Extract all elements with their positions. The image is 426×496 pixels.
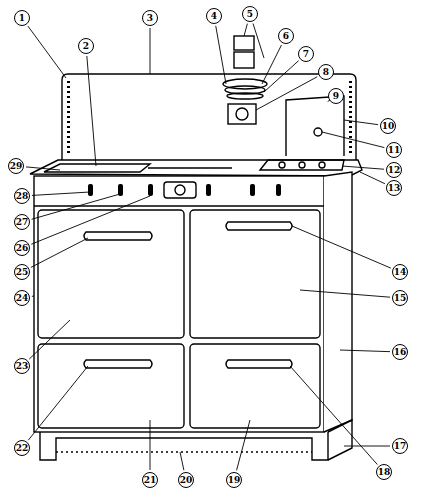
callout-number: 8 [318,64,334,80]
leader-line [26,167,60,170]
drawer [190,344,320,428]
base [40,432,328,460]
griddle-cover [44,164,150,172]
leader-line [340,350,390,352]
callout-number: 14 [392,264,408,280]
callout-number: 27 [14,214,30,230]
outlet [236,108,248,120]
leader-line [237,420,250,470]
callout-number: 26 [14,240,30,256]
leader-line [32,296,34,297]
callout-number: 11 [386,142,402,158]
callout-number: 10 [380,118,396,134]
lamp-bulb [234,36,254,50]
leader-line [31,238,88,267]
leg [328,420,352,460]
cooktop [30,160,362,176]
storage-cabinet [286,96,344,156]
callout-number: 25 [14,264,30,280]
handles [84,222,292,368]
leader-line [264,61,299,92]
leader-line [322,132,384,148]
leader-line [180,452,184,470]
backsplash [62,74,356,160]
lamp [227,93,263,99]
leader-line [28,366,88,440]
leader-line [150,28,151,74]
leader-line [360,172,385,184]
lamp-bulb [234,52,254,68]
control-knobs [88,184,281,196]
callout-number: 3 [142,10,158,26]
callout-number: 15 [392,290,408,306]
callout-number: 13 [386,180,402,196]
leader-line [300,290,390,297]
callout-number: 1 [14,10,30,26]
callout-number: 4 [206,8,222,24]
griddle [148,167,232,168]
leader-line [344,446,390,447]
callout-number: 7 [298,46,314,62]
drawer [38,344,184,428]
toe-kick [56,451,312,452]
callout-number: 6 [278,28,294,44]
leader-line [216,26,226,84]
leader-line [32,194,120,219]
leader-line [31,196,150,244]
leader-line [28,26,66,78]
clock [164,182,196,198]
leader-line [256,77,317,110]
oven-door [38,210,184,338]
callout-number: 9 [328,88,344,104]
vent [346,80,354,155]
leader-line [342,166,384,169]
leader-line [150,420,151,470]
stove-body [34,176,324,432]
callout-number: 17 [392,438,408,454]
leader-line [32,192,90,195]
outlet [228,104,256,124]
callout-number: 12 [386,162,402,178]
callout-number: 19 [226,472,242,488]
leader-line [262,45,282,84]
callout-number: 24 [14,290,30,306]
callout-number: 21 [142,472,158,488]
callout-number: 22 [14,440,30,456]
callout-number: 29 [8,158,24,174]
leader-line [290,366,377,465]
leader-line [87,56,96,166]
callout-number: 23 [14,358,30,374]
vent [64,80,72,155]
leader-line [344,120,378,125]
leader-line [29,320,70,359]
callout-number: 2 [78,38,94,54]
stove-side [324,172,352,432]
clock [175,185,185,195]
callout-number: 18 [376,464,392,480]
callout-number: 28 [14,188,30,204]
cabinet-knob [314,128,322,136]
leader-line [244,24,264,58]
callout-number: 20 [178,472,194,488]
leader-line [292,226,391,268]
callout-number: 16 [392,344,408,360]
callout-number: 5 [242,6,258,22]
burner-grate [260,160,344,170]
